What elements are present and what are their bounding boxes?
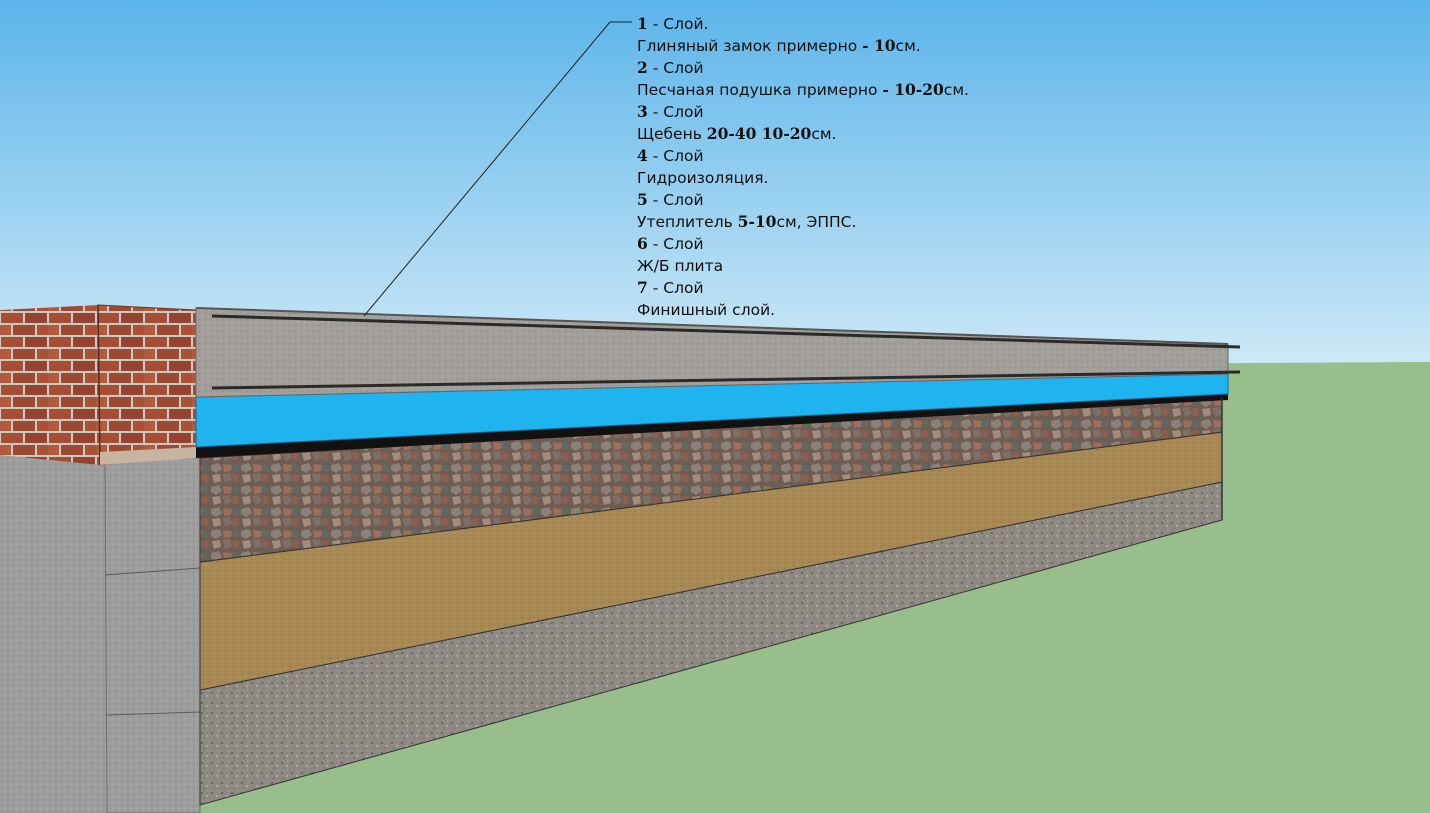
layer-description: Ж/Б плита — [637, 255, 1157, 277]
layer-title: 3 - Слой — [637, 101, 1157, 123]
layer-description: Гидроизоляция. — [637, 167, 1157, 189]
layer-desc-pre: Песчаная подушка примерно — [637, 81, 883, 99]
concrete-side-wall — [0, 455, 107, 813]
layer-title-text: - Слой — [647, 59, 704, 77]
layer-desc-pre: Глиняный замок примерно — [637, 37, 863, 55]
brick-wall-corner — [97, 304, 101, 466]
wall-joint — [105, 711, 201, 716]
layer-legend: 1 - Слой. Глиняный замок примерно - 10см… — [637, 13, 1157, 321]
layer-description: Финишный слой. — [637, 299, 1157, 321]
layer-title: 7 - Слой — [637, 277, 1157, 299]
layer-title-text: - Слой — [647, 235, 704, 253]
rebar — [211, 314, 1241, 349]
layer-description: Глиняный замок примерно - 10см. — [637, 35, 1157, 57]
layer-number: 3 — [637, 102, 648, 121]
layer-desc-pre: Ж/Б плита — [637, 257, 724, 275]
layer-description: Песчаная подушка примерно - 10-20см. — [637, 79, 1157, 101]
layer-title-text: - Слой. — [647, 15, 709, 33]
brick-wall — [0, 305, 100, 465]
layer-title: 5 - Слой — [637, 189, 1157, 211]
layer-desc-post: см. — [895, 37, 921, 55]
layer-desc-pre: Утеплитель — [637, 213, 738, 231]
leader-line — [363, 21, 632, 317]
layer-desc-bold: - 10-20 — [882, 80, 944, 99]
layer-title-text: - Слой — [647, 147, 704, 165]
layer-description: Щебень 20-40 10-20см. — [637, 123, 1157, 145]
layer-number: 4 — [637, 146, 648, 165]
layer-title: 2 - Слой — [637, 57, 1157, 79]
layer-desc-post: см. — [943, 81, 969, 99]
layer-number: 7 — [637, 278, 648, 297]
brick-wall-ledge — [100, 447, 196, 465]
layer-title-text: - Слой — [647, 279, 704, 297]
layer-number: 5 — [637, 190, 648, 209]
layer-title-text: - Слой — [647, 103, 704, 121]
layer-description: Утеплитель 5-10см, ЭППС. — [637, 211, 1157, 233]
layer-desc-bold: 20-40 10-20 — [706, 124, 812, 143]
layer-title: 6 - Слой — [637, 233, 1157, 255]
layer-number: 2 — [637, 58, 648, 77]
layer-desc-post: см. — [811, 125, 837, 143]
finish-layer — [195, 307, 1229, 345]
layer-desc-pre: Щебень — [637, 125, 707, 143]
layer-title-text: - Слой — [647, 191, 704, 209]
layer-desc-bold: 5-10 — [737, 212, 777, 231]
concrete-front-wall — [104, 454, 201, 813]
sky — [0, 0, 1430, 370]
layer-desc-post: см, ЭППС. — [776, 213, 857, 231]
layer-title: 4 - Слой — [637, 145, 1157, 167]
brick-wall-front — [97, 304, 197, 466]
layer-number: 1 — [637, 14, 648, 33]
layer-number: 6 — [637, 234, 648, 253]
layer-title: 1 - Слой. — [637, 13, 1157, 35]
wall-joint — [104, 567, 201, 576]
layer-desc-pre: Гидроизоляция. — [637, 169, 769, 187]
layer-desc-bold: - 10 — [862, 36, 896, 55]
waterproofing-layer — [196, 394, 1228, 458]
layer-desc-pre: Финишный слой. — [637, 301, 776, 319]
rebar — [211, 370, 1241, 390]
